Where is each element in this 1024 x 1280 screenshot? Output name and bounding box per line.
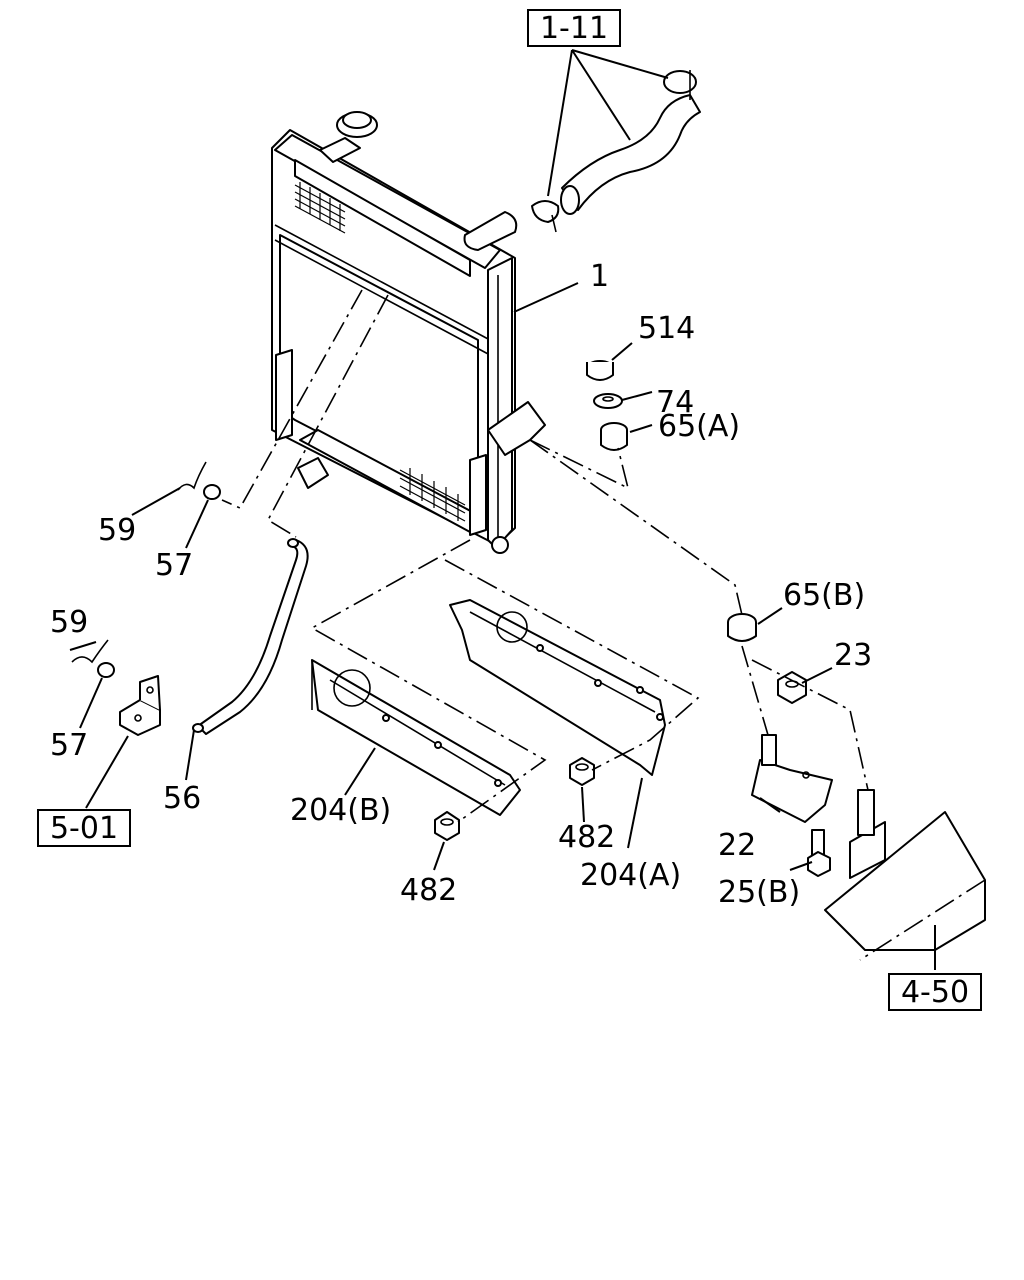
ref-box-1-11[interactable]: 1-11 [527, 9, 621, 47]
assembly-lines [221, 289, 986, 961]
washer-74 [593, 393, 623, 409]
overflow-hose-56 [192, 538, 309, 735]
nut-23 [777, 671, 807, 704]
radiator-upper-grille [294, 182, 346, 234]
ref-label-5-01: 5-01 [50, 811, 118, 846]
air-guide-204b [311, 659, 521, 816]
ref-box-5-01[interactable]: 5-01 [37, 809, 131, 847]
rubber-mount-65a [600, 422, 628, 451]
bolt-25b [807, 829, 831, 877]
ref-label-4-50: 4-50 [901, 975, 969, 1010]
air-guide-204a [449, 599, 666, 776]
label-part-482-right: 482 [558, 820, 615, 855]
label-part-1: 1 [590, 259, 609, 294]
label-part-56: 56 [163, 781, 201, 816]
label-part-204b: 204(B) [290, 793, 391, 828]
label-part-59-upper: 59 [98, 513, 136, 548]
nut-514 [586, 360, 614, 381]
label-part-74: 74 [656, 385, 694, 420]
rubber-mount-65b [727, 613, 757, 642]
nut-482-right [569, 757, 595, 786]
bracket-5-01 [119, 675, 161, 736]
label-part-25b: 25(B) [718, 875, 800, 910]
ref-label-1-11: 1-11 [540, 11, 608, 46]
label-part-204a: 204(A) [580, 858, 681, 893]
ref-box-4-50[interactable]: 4-50 [888, 973, 982, 1011]
frame-crossmember [824, 789, 986, 951]
label-part-514: 514 [638, 311, 695, 346]
radiator-lower-grille [399, 468, 466, 522]
ring-57-upper [203, 484, 221, 500]
label-part-482-left: 482 [400, 873, 457, 908]
upper-hose-assembly [531, 70, 701, 233]
radiator-assembly [271, 111, 546, 554]
label-part-57-upper: 57 [155, 548, 193, 583]
bracket-22 [751, 734, 833, 823]
nut-482-left [434, 811, 460, 841]
clip-59-upper [177, 461, 207, 491]
label-part-65b: 65(B) [783, 578, 865, 613]
label-part-59-lower: 59 [50, 605, 88, 640]
clip-59-lower [71, 639, 109, 664]
label-part-57-lower: 57 [50, 728, 88, 763]
part-labels: 1 514 74 65(A) 65(B) 23 22 25(B) 59 57 5… [50, 259, 872, 910]
ring-57-lower [97, 662, 115, 678]
leader-lines [69, 49, 936, 970]
label-part-23: 23 [834, 638, 872, 673]
label-part-65a: 65(A) [658, 409, 740, 444]
label-part-22: 22 [718, 828, 756, 863]
